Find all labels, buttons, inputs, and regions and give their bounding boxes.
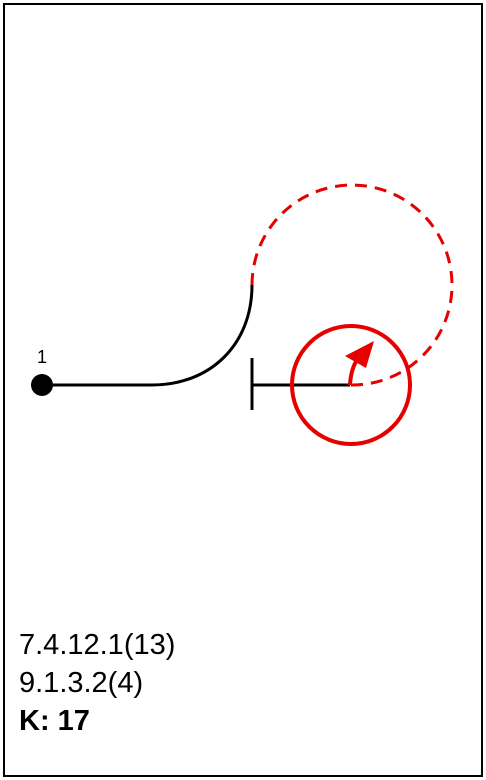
red-arrow-head-icon xyxy=(345,341,374,368)
code-block: 7.4.12.1(13) 9.1.3.2(4) K: 17 xyxy=(19,626,175,740)
diagram-frame xyxy=(3,3,483,777)
start-label: 1 xyxy=(37,347,47,367)
k-value-line: K: 17 xyxy=(19,705,90,737)
code-line-2: 9.1.3.2(4) xyxy=(19,667,144,699)
black-path xyxy=(42,284,254,387)
code-line-1: 7.4.12.1(13) xyxy=(19,629,176,661)
red-circle xyxy=(290,324,412,446)
